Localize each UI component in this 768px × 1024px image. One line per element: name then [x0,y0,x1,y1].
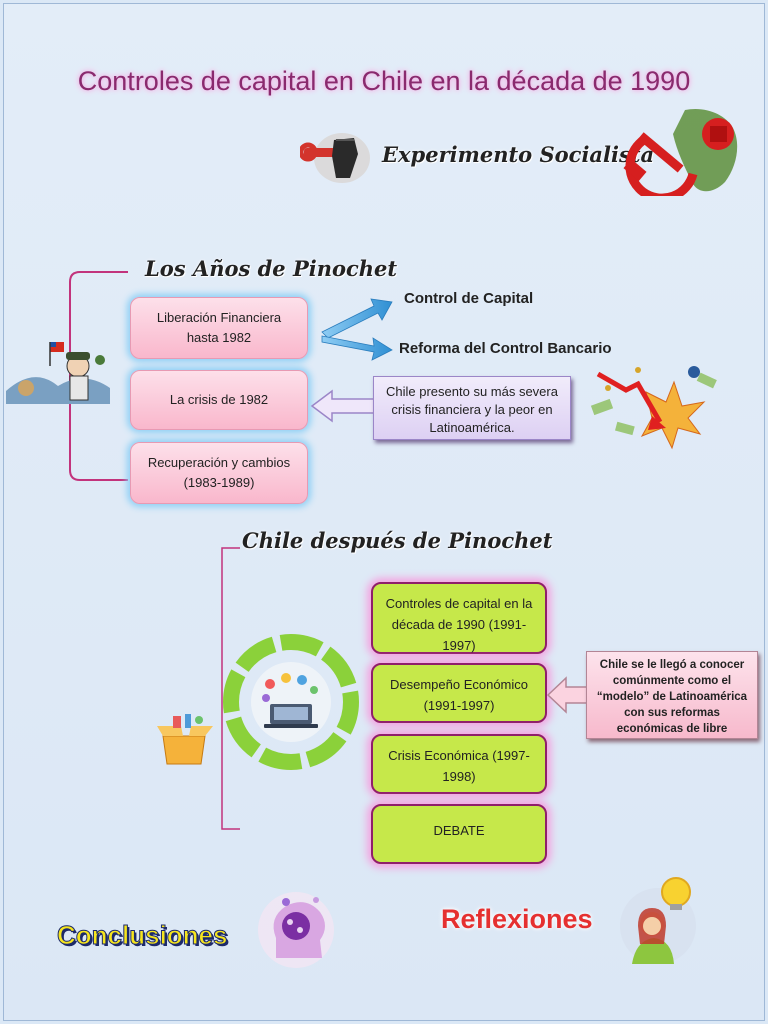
crisis-note: Chile presento su más severa crisis fina… [373,376,571,440]
tech-circle-icon [223,634,359,770]
post-pinochet-bracket [221,547,240,830]
branch-reforma-bancario: Reforma del Control Bancario [399,340,612,357]
modelo-note: Chile se le llegó a conocer comúnmente c… [586,651,758,739]
hammer-sickle-map-icon [623,108,738,196]
box-liberacion-financiera[interactable]: Liberación Financiera hasta 1982 [130,297,308,359]
raised-fist-wrench-icon [300,133,370,183]
branch-arrows [321,298,393,361]
post-pinochet-heading: Chile después de Pinochet [242,528,553,553]
financial-crisis-icon [590,366,717,450]
box-crisis-economica[interactable]: Crisis Económica (1997-1998) [371,734,547,794]
pinochet-cartoon-icon [6,342,110,404]
open-box-icon [157,714,213,765]
brain-head-icon [258,892,334,968]
box-controles-capital-1990[interactable]: Controles de capital en la década de 199… [371,582,547,654]
conclusiones-label[interactable]: Conclusiones [56,920,228,951]
page-title: Controles de capital en Chile en la déca… [77,66,691,96]
box-debate[interactable]: DEBATE [371,804,547,864]
idea-woman-icon [620,877,696,964]
experimento-socialista-label: Experimento Socialista [382,142,655,167]
box-recuperacion-cambios[interactable]: Recuperación y cambios (1983-1989) [130,442,308,504]
branch-control-capital: Control de Capital [404,290,534,307]
box-crisis-1982[interactable]: La crisis de 1982 [130,370,308,430]
left-arrow-crisis [310,389,379,423]
box-desempeno-economico[interactable]: Desempeño Económico (1991-1997) [371,663,547,723]
reflexiones-label[interactable]: Reflexiones [441,904,593,934]
pinochet-heading: Los Años de Pinochet [145,256,398,281]
